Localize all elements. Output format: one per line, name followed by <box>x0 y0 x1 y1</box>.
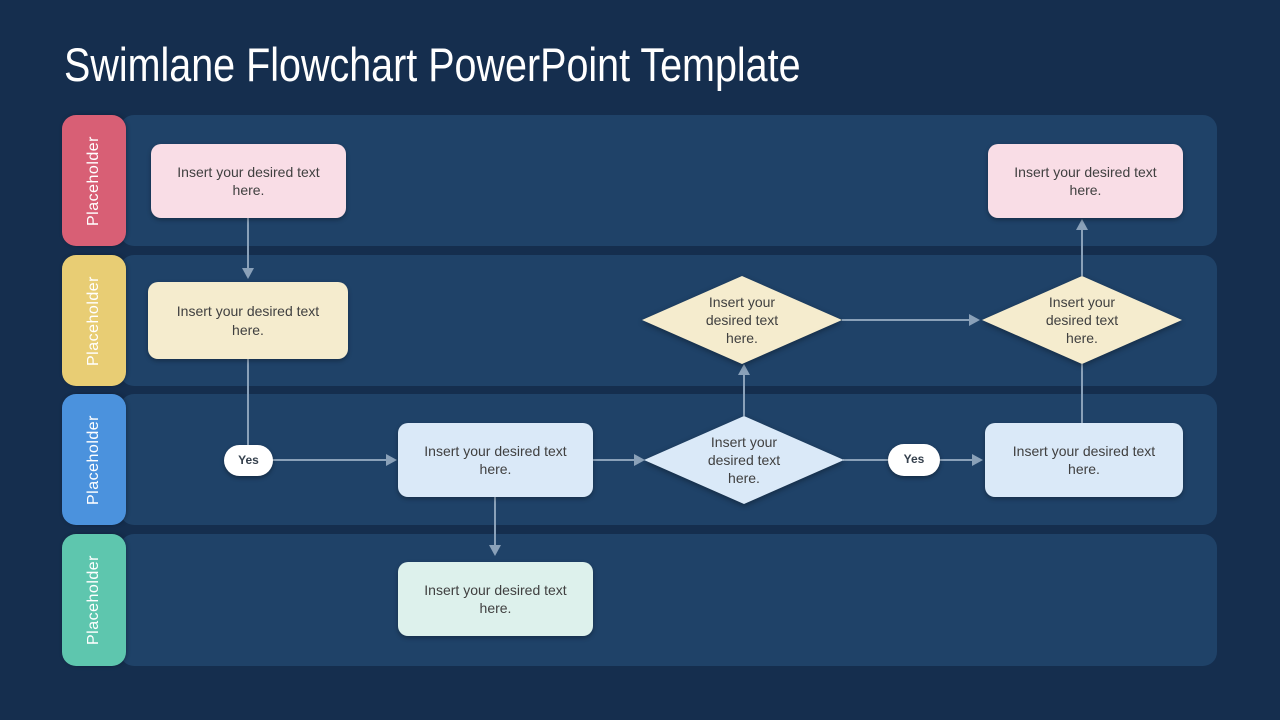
swimlane-4-label-text: Placeholder <box>85 555 102 645</box>
connector-blue-decision-to-yes-right <box>843 459 888 461</box>
swimlane-1-label[interactable]: Placeholder <box>62 115 126 246</box>
flow-node-yes-right[interactable]: Yes <box>888 444 940 476</box>
flow-node-text: Insert your desired text here. <box>705 293 779 347</box>
connector-cream-decision-to-cream-decision-right <box>842 319 969 321</box>
arrowhead-right-icon <box>386 454 397 466</box>
flow-node-blue-process-center[interactable]: Insert your desired text here. <box>398 423 593 497</box>
flow-node-text: Insert your desired text here. <box>177 163 320 198</box>
flow-node-cream-process[interactable]: Insert your desired text here. <box>148 282 348 359</box>
flow-node-text: Insert your desired text here. <box>424 442 567 477</box>
flow-node-blue-process-right[interactable]: Insert your desired text here. <box>985 423 1183 497</box>
flow-node-text: Insert your desired text here. <box>1045 293 1119 347</box>
connector-blue-process-right-to-cream-decision-right <box>1081 364 1083 423</box>
flow-node-pink-top-right[interactable]: Insert your desired text here. <box>988 144 1183 218</box>
flow-node-text: Insert your desired text here. <box>176 303 320 338</box>
flow-node-pink-top-left[interactable]: Insert your desired text here. <box>151 144 346 218</box>
swimlane-1-label-text: Placeholder <box>85 135 102 226</box>
connector-cream-decision-right-to-pink2 <box>1081 230 1083 276</box>
flow-node-text: Insert your desired text here. <box>707 433 781 487</box>
arrowhead-right-icon <box>972 454 983 466</box>
arrowhead-right-icon <box>634 454 645 466</box>
swimlane-3-label-text: Placeholder <box>85 414 102 505</box>
swimlane-4: Placeholder <box>0 534 1280 666</box>
flow-node-yes-left[interactable]: Yes <box>224 445 273 476</box>
swimlane-4-label[interactable]: Placeholder <box>62 534 126 666</box>
flow-node-text: Insert your desired text here. <box>1014 163 1157 198</box>
yes-label: Yes <box>903 452 925 467</box>
connector-cream-to-yes-left <box>247 358 249 448</box>
connector-blue-process-to-blue-decision <box>593 459 634 461</box>
connector-pink1-to-cream <box>247 218 249 268</box>
arrowhead-down-icon <box>242 268 254 279</box>
yes-label: Yes <box>238 452 259 467</box>
diamond-shape: Insert your desired text here. <box>982 276 1182 364</box>
arrowhead-up-icon <box>738 364 750 375</box>
arrowhead-right-icon <box>969 314 980 326</box>
flow-node-cream-decision-center[interactable]: Insert your desired text here. <box>642 276 842 364</box>
swimlane-3-label[interactable]: Placeholder <box>62 394 126 525</box>
swimlane-2-label[interactable]: Placeholder <box>62 255 126 386</box>
connector-yes-right-to-blue-process-right <box>940 459 972 461</box>
connector-yes-left-to-blue-process <box>272 459 386 461</box>
connector-blue-decision-to-cream-decision <box>743 375 745 416</box>
arrowhead-down-icon <box>489 545 501 556</box>
flow-node-teal-process[interactable]: Insert your desired text here. <box>398 562 593 636</box>
flow-node-cream-decision-right[interactable]: Insert your desired text here. <box>982 276 1182 364</box>
diamond-shape: Insert your desired text here. <box>644 416 844 504</box>
page-title: Swimlane Flowchart PowerPoint Template <box>64 38 801 91</box>
flow-node-text: Insert your desired text here. <box>424 581 567 616</box>
flow-node-blue-decision[interactable]: Insert your desired text here. <box>644 416 844 504</box>
swimlane-2-label-text: Placeholder <box>85 275 102 366</box>
diamond-shape: Insert your desired text here. <box>642 276 842 364</box>
arrowhead-up-icon <box>1076 219 1088 230</box>
flow-node-text: Insert your desired text here. <box>1012 442 1156 477</box>
connector-blue-process-to-teal <box>494 497 496 545</box>
swimlane-4-body <box>120 534 1217 666</box>
